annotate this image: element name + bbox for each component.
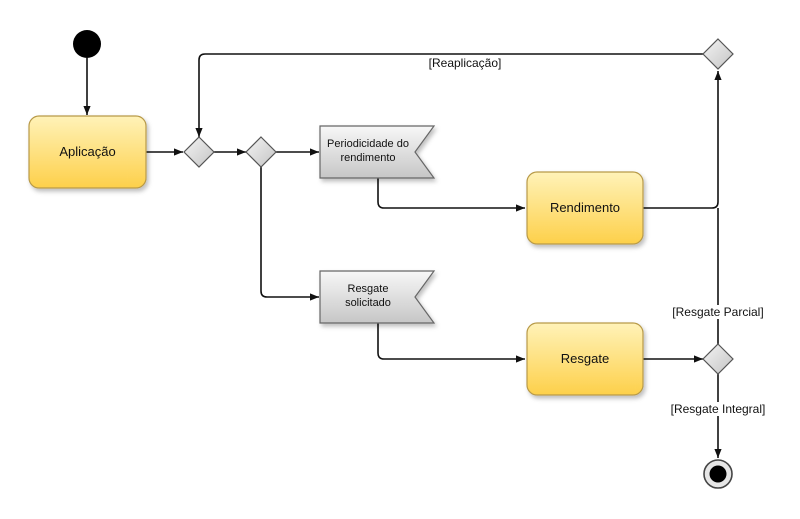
svg-text:Periodicidade do: Periodicidade do — [327, 138, 409, 150]
edges — [83, 53, 722, 458]
signal-periodicidade-line2: rendimento — [340, 152, 395, 164]
action-resgate-label: Resgate — [561, 351, 609, 366]
resgate-decision-node — [702, 343, 734, 375]
svg-text:Resgate: Resgate — [348, 283, 389, 295]
action-aplicacao: Aplicação — [28, 115, 147, 189]
guard-resgate-parcial: [Resgate Parcial] — [672, 305, 763, 319]
final-node — [703, 459, 733, 489]
action-aplicacao-label: Aplicação — [59, 144, 115, 159]
svg-text:solicitado: solicitado — [345, 297, 391, 309]
action-resgate: Resgate — [526, 322, 644, 396]
guard-reaplicacao: [Reaplicação] — [429, 56, 502, 70]
svg-text:rendimento: rendimento — [340, 152, 395, 164]
edge-reaplicacao-loop — [195, 53, 703, 137]
action-rendimento-label: Rendimento — [550, 200, 620, 215]
edge-periodicidade-to-rendimento — [377, 178, 525, 212]
merge-node — [183, 136, 215, 168]
decision-node — [245, 136, 277, 168]
initial-node — [73, 30, 101, 58]
signal-periodicidade-rendimento: Periodicidade do rendimento — [319, 125, 436, 179]
guard-resgate-integral: [Resgate Integral] — [671, 402, 766, 416]
signal-periodicidade-line1: Periodicidade do — [327, 138, 409, 150]
action-rendimento: Rendimento — [526, 171, 644, 245]
signal-resgate-solicitado: Resgate solicitado — [319, 270, 436, 324]
edge-decision-to-resgate-solicitado — [260, 166, 319, 301]
edge-rendimento-to-reaplicacao-decision — [643, 71, 722, 209]
reaplicacao-decision-node — [702, 38, 734, 70]
edge-resgate-solicitado-to-resgate — [377, 323, 525, 363]
signal-resgate-line1: Resgate — [348, 283, 389, 295]
signal-resgate-line2: solicitado — [345, 297, 391, 309]
